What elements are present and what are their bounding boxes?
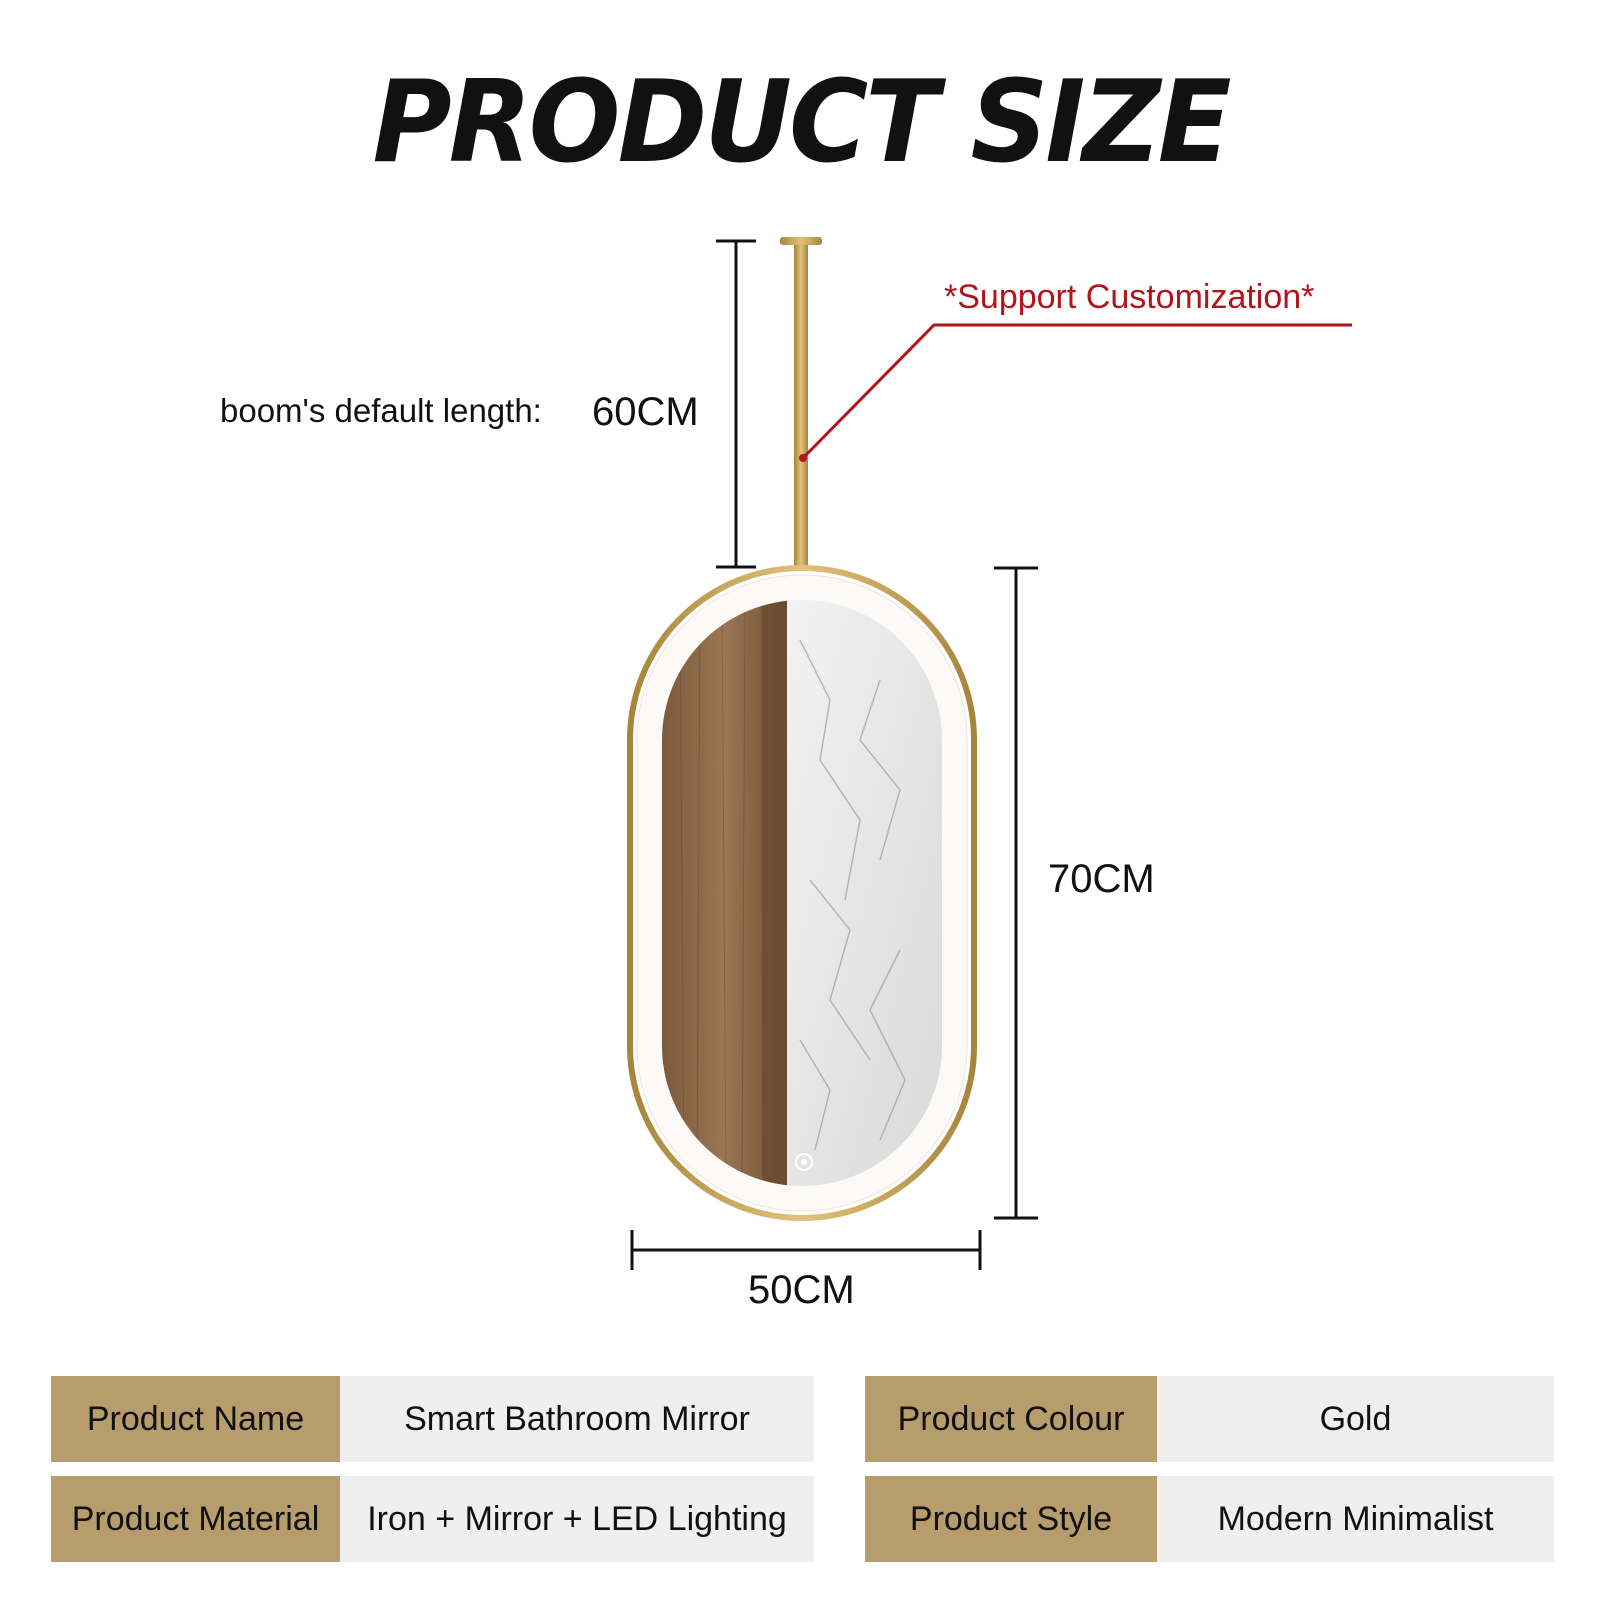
spec-value: Iron + Mirror + LED Lighting [340, 1476, 814, 1562]
ceiling-boom [780, 237, 822, 570]
boom-dimension-line [716, 239, 756, 569]
boom-length-value: 60CM [592, 390, 699, 434]
spec-value: Gold [1157, 1376, 1554, 1462]
spec-key: Product Material [51, 1476, 340, 1562]
power-touch-icon[interactable] [795, 1153, 813, 1171]
spec-value: Modern Minimalist [1157, 1476, 1554, 1562]
spec-table-right: Product Colour Gold Product Style Modern… [865, 1376, 1554, 1576]
spec-row-product-colour: Product Colour Gold [865, 1376, 1554, 1462]
spec-row-product-material: Product Material Iron + Mirror + LED Lig… [51, 1476, 814, 1562]
spec-row-product-name: Product Name Smart Bathroom Mirror [51, 1376, 814, 1462]
width-dimension-line [630, 1230, 982, 1270]
spec-key: Product Colour [865, 1376, 1157, 1462]
customization-leader [799, 323, 1352, 462]
spec-row-product-style: Product Style Modern Minimalist [865, 1476, 1554, 1562]
height-value: 70CM [1048, 857, 1155, 901]
spec-key: Product Style [865, 1476, 1157, 1562]
boom-length-label: boom's default length: [220, 392, 542, 429]
spec-value: Smart Bathroom Mirror [340, 1376, 814, 1462]
page-title: PRODUCT SIZE [372, 56, 1231, 189]
spec-key: Product Name [51, 1376, 340, 1462]
spec-table-left: Product Name Smart Bathroom Mirror Produ… [51, 1376, 814, 1576]
customization-note: *Support Customization* [944, 278, 1315, 316]
mirror-glass [662, 600, 942, 1186]
height-dimension-line [994, 566, 1038, 1220]
width-value: 50CM [748, 1268, 855, 1312]
